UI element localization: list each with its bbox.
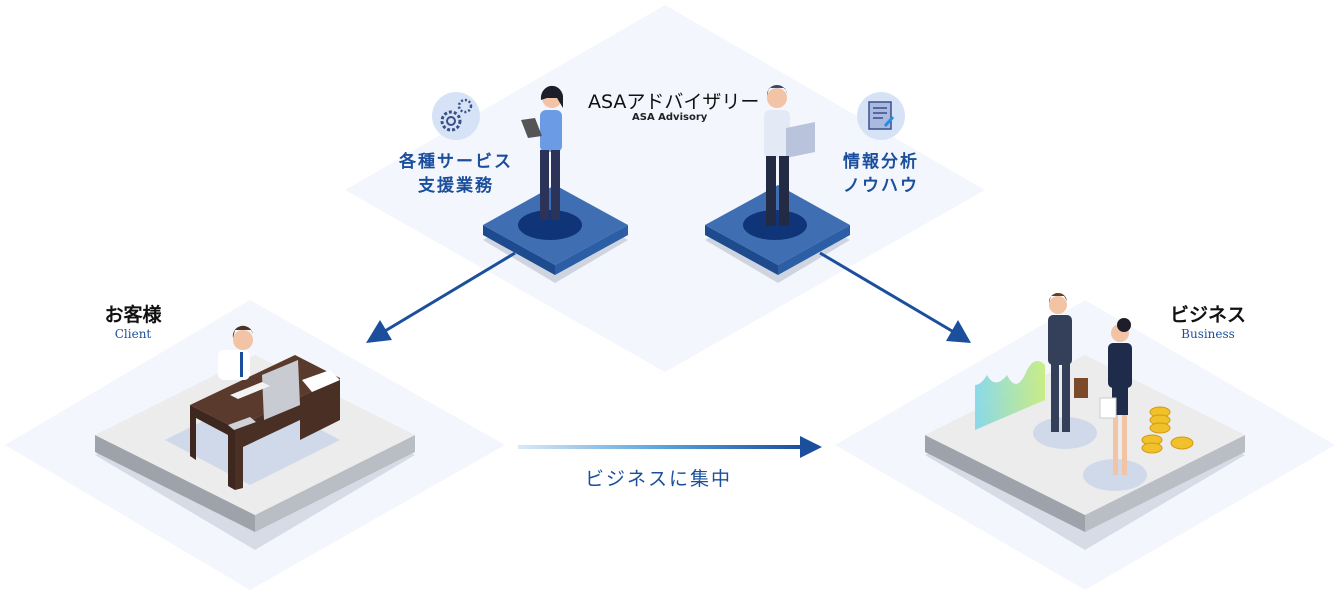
service-platform-left (483, 185, 628, 283)
service-label-line1: 情報分析 (843, 152, 919, 172)
arrow-to-client (366, 251, 516, 343)
service-label-support: 各種サービス 支援業務 (395, 150, 517, 198)
client-desk-illustration (190, 325, 340, 490)
gears-icon (432, 92, 480, 140)
business-illustration (975, 292, 1194, 475)
business-label: ビジネス Business (1166, 300, 1250, 341)
focus-arrow (518, 436, 822, 458)
arrow-to-business (819, 251, 971, 343)
advisor-woman-illustration (521, 85, 563, 220)
service-label-line2: 支援業務 (418, 176, 494, 196)
service-platform-right (705, 185, 850, 283)
client-label: お客様 Client (100, 300, 166, 341)
focus-label: ビジネスに集中 (585, 468, 733, 490)
client-subtitle: Client (114, 327, 152, 341)
coins-icon (1141, 406, 1194, 454)
advisor-man-illustration (764, 84, 815, 226)
company-name-en: ASA Advisory (632, 112, 708, 123)
advisory-zone (345, 5, 985, 372)
company-name-ja: ASAアドバイザリー (588, 91, 760, 113)
service-label-analysis: 情報分析 ノウハウ (835, 150, 927, 198)
service-label-line1: 各種サービス (399, 152, 513, 172)
client-title: お客様 (104, 304, 162, 326)
document-icon (857, 92, 905, 140)
service-label-line2: ノウハウ (843, 176, 919, 196)
business-title: ビジネス (1169, 304, 1246, 326)
business-subtitle: Business (1181, 327, 1235, 341)
